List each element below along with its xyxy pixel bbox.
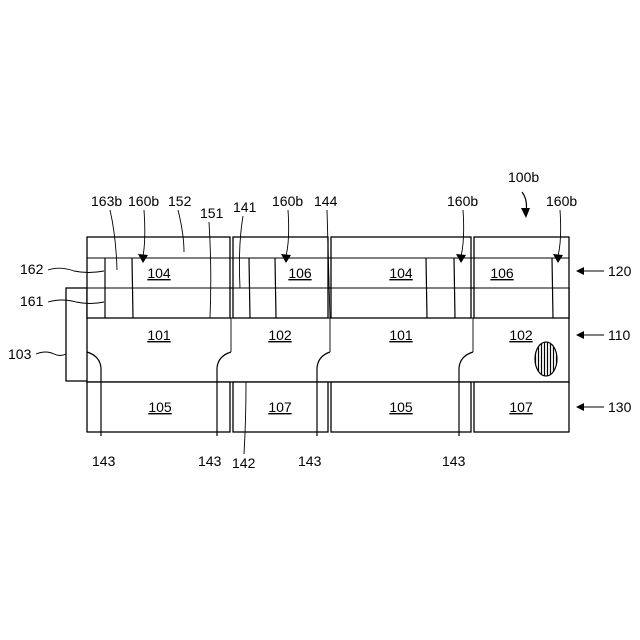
figure-label-arrowhead (521, 208, 530, 218)
callout-103: 103 (8, 346, 32, 362)
cell-106-b: 106 (490, 265, 514, 281)
callout-144: 144 (314, 193, 338, 209)
cell-105-a: 105 (148, 399, 172, 415)
callout-160b-3: 160b (447, 193, 478, 209)
top-block-4 (474, 237, 569, 318)
callout-160b-2: 160b (272, 193, 303, 209)
figure-label: 100b (508, 169, 539, 185)
callout-141: 141 (233, 199, 257, 215)
cell-101-a: 101 (147, 327, 171, 343)
cell-107-a: 107 (268, 399, 292, 415)
callout-152: 152 (168, 193, 192, 209)
callout-160b-4: 160b (546, 193, 577, 209)
leader-103 (36, 352, 66, 356)
callout-110: 110 (608, 327, 631, 343)
cell-105-b: 105 (389, 399, 413, 415)
hatched-oval (535, 342, 557, 376)
callout-143-2: 143 (198, 453, 222, 469)
callout-143-4: 143 (442, 453, 466, 469)
callout-163b: 163b (91, 193, 122, 209)
callout-151: 151 (200, 205, 224, 221)
cell-106-a: 106 (288, 265, 312, 281)
top-block-2 (233, 237, 328, 318)
cell-107-b: 107 (509, 399, 533, 415)
callout-130: 130 (608, 399, 632, 415)
cell-101-b: 101 (389, 327, 413, 343)
arrow-120 (576, 267, 584, 275)
callout-162: 162 (20, 261, 44, 277)
callout-143-3: 143 (298, 453, 322, 469)
cell-104-b: 104 (389, 265, 413, 281)
callout-120: 120 (608, 263, 632, 279)
callout-161: 161 (20, 293, 44, 309)
cell-102-a: 102 (268, 327, 292, 343)
arrow-130 (576, 403, 584, 411)
callout-143-1: 143 (92, 453, 116, 469)
cell-104-a: 104 (147, 265, 171, 281)
cell-102-b: 102 (509, 327, 533, 343)
callout-160b-1: 160b (128, 193, 159, 209)
callout-142: 142 (232, 455, 256, 471)
arrow-110 (576, 331, 584, 339)
